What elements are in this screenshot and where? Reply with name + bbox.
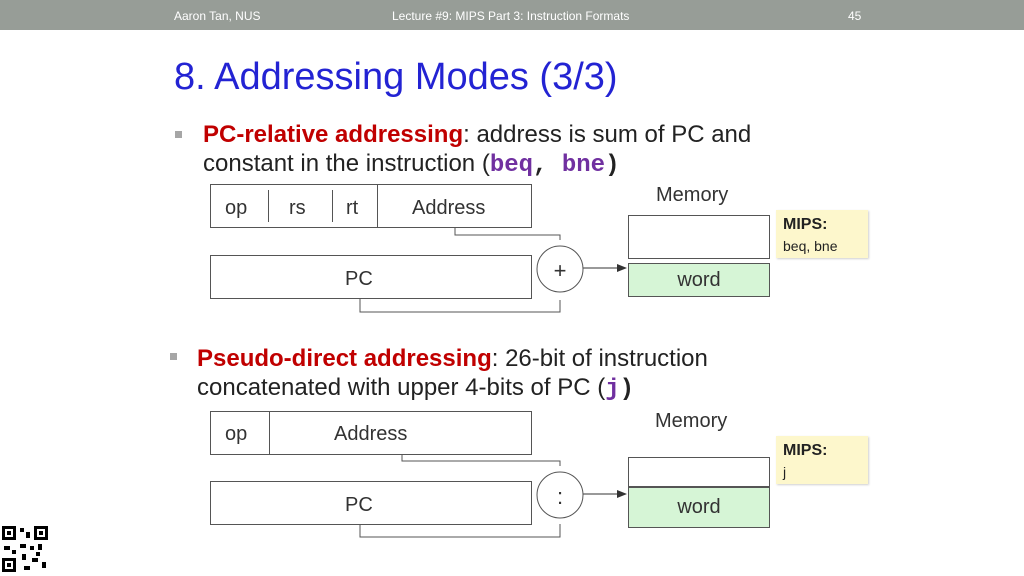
field-op: op <box>225 423 248 445</box>
pc-label: PC <box>345 494 373 516</box>
concat-circle <box>536 471 584 519</box>
code-bne: bne <box>561 152 606 179</box>
pc-relative-desc2: constant in the instruction ( <box>203 150 490 177</box>
code-close: ) <box>605 152 620 179</box>
adder-circle <box>536 245 584 293</box>
bullet-marker <box>170 353 177 360</box>
note-title: MIPS: <box>783 442 828 459</box>
memory-cell <box>628 457 770 487</box>
pc-register-box <box>210 255 532 299</box>
pc-relative-desc1: : address is sum of PC and <box>463 121 752 148</box>
field-rt: rt <box>346 197 359 219</box>
instruction-format-box <box>210 184 532 228</box>
memory-word: word <box>628 263 770 297</box>
field-op: op <box>225 197 248 219</box>
lecture-title: Lecture #9: MIPS Part 3: Instruction For… <box>392 9 630 23</box>
code-close: ) <box>619 376 635 403</box>
memory-label: Memory <box>655 410 728 432</box>
pc-relative-line1: PC-relative addressing: address is sum o… <box>203 121 751 149</box>
pseudo-direct-desc2: concatenated with upper 4-bits of PC ( <box>197 374 606 401</box>
code-beq: beq <box>489 152 534 179</box>
pc-to-concat-line <box>359 524 561 538</box>
note-body: beq, bne <box>783 238 838 254</box>
author-text: Aaron Tan, NUS <box>174 9 261 23</box>
pc-label: PC <box>345 268 373 290</box>
slide-header: Aaron Tan, NUS Lecture #9: MIPS Part 3: … <box>0 0 1024 30</box>
pseudo-direct-line1: Pseudo-direct addressing: 26-bit of inst… <box>197 345 708 373</box>
pc-relative-line2: constant in the instruction (beq, bne) <box>203 150 619 179</box>
field-rs: rs <box>289 197 306 219</box>
address-to-concat-line <box>401 455 561 466</box>
field-divider <box>377 184 378 228</box>
pc-to-adder-line <box>359 299 561 313</box>
pc-register-box <box>210 481 532 525</box>
code-comma: , <box>533 152 562 179</box>
memory-word: word <box>628 487 770 528</box>
pseudo-direct-desc1: : 26-bit of instruction <box>491 345 708 372</box>
field-divider <box>268 190 269 222</box>
memory-label: Memory <box>656 184 729 206</box>
field-divider <box>332 190 333 222</box>
note-title: MIPS: <box>783 216 828 233</box>
page-number: 45 <box>848 9 862 23</box>
field-address: Address <box>412 197 486 219</box>
bullet-marker <box>175 131 182 138</box>
qr-code-icon <box>2 526 48 572</box>
memory-cell <box>628 215 770 259</box>
mips-note: MIPS: beq, bne <box>776 210 868 258</box>
field-address: Address <box>334 423 408 445</box>
slide-title: 8. Addressing Modes (3/3) <box>174 56 618 98</box>
instruction-format-box <box>210 411 532 455</box>
pseudo-direct-line2: concatenated with upper 4-bits of PC (j) <box>197 374 634 403</box>
adder-operator: + <box>553 258 567 283</box>
note-body: j <box>783 464 787 480</box>
pseudo-direct-term: Pseudo-direct addressing <box>197 345 492 372</box>
pc-relative-term: PC-relative addressing <box>203 121 464 148</box>
mips-note: MIPS: j <box>776 436 868 484</box>
code-j: j <box>605 376 620 403</box>
field-divider <box>269 411 270 455</box>
address-to-adder-line <box>454 228 561 240</box>
concat-operator: : <box>556 484 564 509</box>
